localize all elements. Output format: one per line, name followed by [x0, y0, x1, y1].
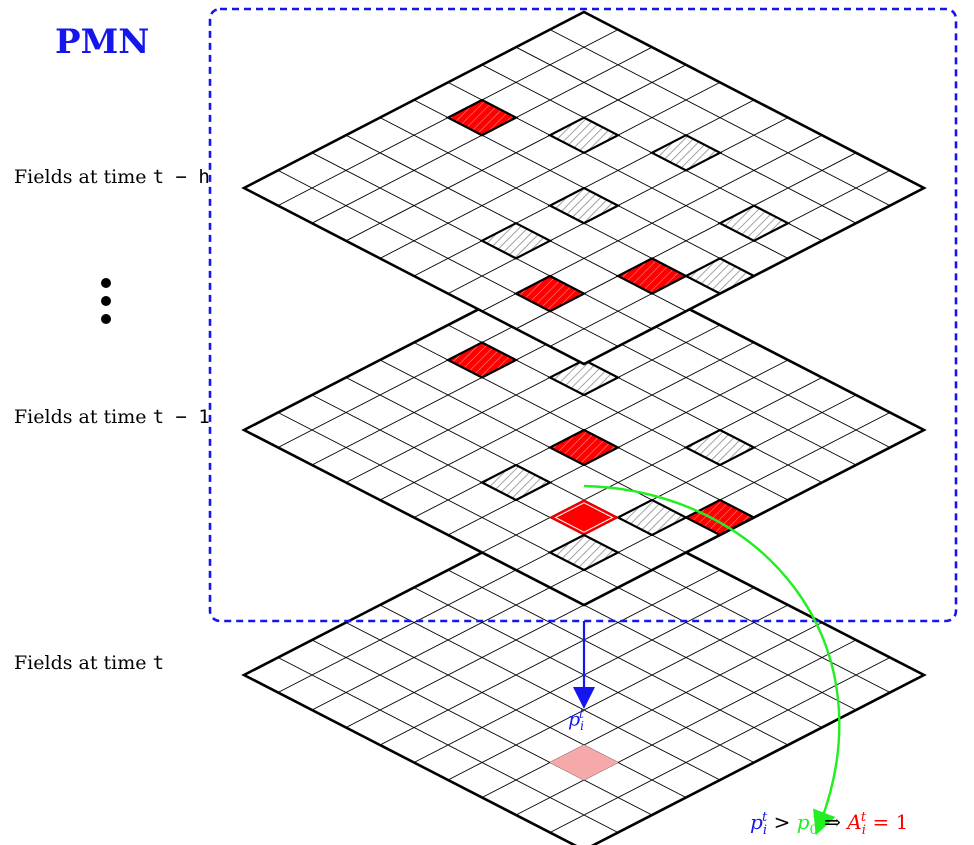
cell-hatched: [479, 463, 553, 502]
threshold-arrow: [583, 484, 841, 836]
cell-inner-outline: [554, 502, 614, 533]
grid-border: [241, 10, 927, 366]
cell-red: [547, 428, 621, 467]
cell-hatched: [547, 186, 621, 225]
grid-border: [241, 253, 927, 607]
grid-line: [277, 170, 619, 347]
cell-hatched: [479, 221, 553, 260]
grid-line: [311, 639, 653, 816]
field-grid-t-minus-1: [241, 253, 927, 607]
cell-red: [445, 341, 519, 379]
label-text: Fields at time: [14, 166, 153, 188]
threshold-formula: pit > p0 ⇒ Ait = 1: [750, 810, 909, 838]
cell-hatched: [547, 358, 621, 397]
grid-line: [549, 657, 891, 833]
cell-hatched: [547, 533, 621, 572]
label-t-minus-1: Fields at time t − 1: [14, 406, 210, 428]
cell-red: [445, 98, 519, 137]
label-text: Fields at time: [14, 652, 153, 674]
grid-line: [379, 604, 721, 781]
cell-hatched: [547, 116, 621, 155]
cell-red: [615, 257, 689, 295]
cell-pink: [549, 744, 619, 781]
grid-line: [345, 622, 687, 798]
grid-line: [481, 622, 823, 798]
grid-line: [515, 639, 857, 816]
grid-line: [447, 604, 789, 781]
cell-hatched: [649, 133, 723, 172]
cell-hatched: [615, 498, 689, 537]
cell-red: [513, 274, 587, 313]
grid-line: [277, 657, 619, 833]
grid-border: [241, 498, 927, 845]
cell-hatched: [683, 428, 757, 467]
field-grid-t-minus-h: [241, 10, 927, 366]
arrows: [573, 484, 841, 836]
label-time: t − 1: [152, 406, 210, 428]
label-time: t: [152, 652, 165, 674]
grid-line: [481, 377, 823, 553]
pmn-dashed-box: [208, 7, 958, 623]
label-t: Fields at time t: [14, 652, 164, 674]
vertical-ellipsis: [98, 278, 114, 328]
pmn-title: PMN: [55, 22, 150, 62]
cell-probability-label: pit: [568, 707, 585, 734]
cell-hatched: [717, 204, 791, 243]
label-text: Fields at time: [14, 406, 153, 428]
label-time: t − h: [152, 166, 210, 188]
label-t-minus-h: Fields at time t − h: [14, 166, 210, 188]
